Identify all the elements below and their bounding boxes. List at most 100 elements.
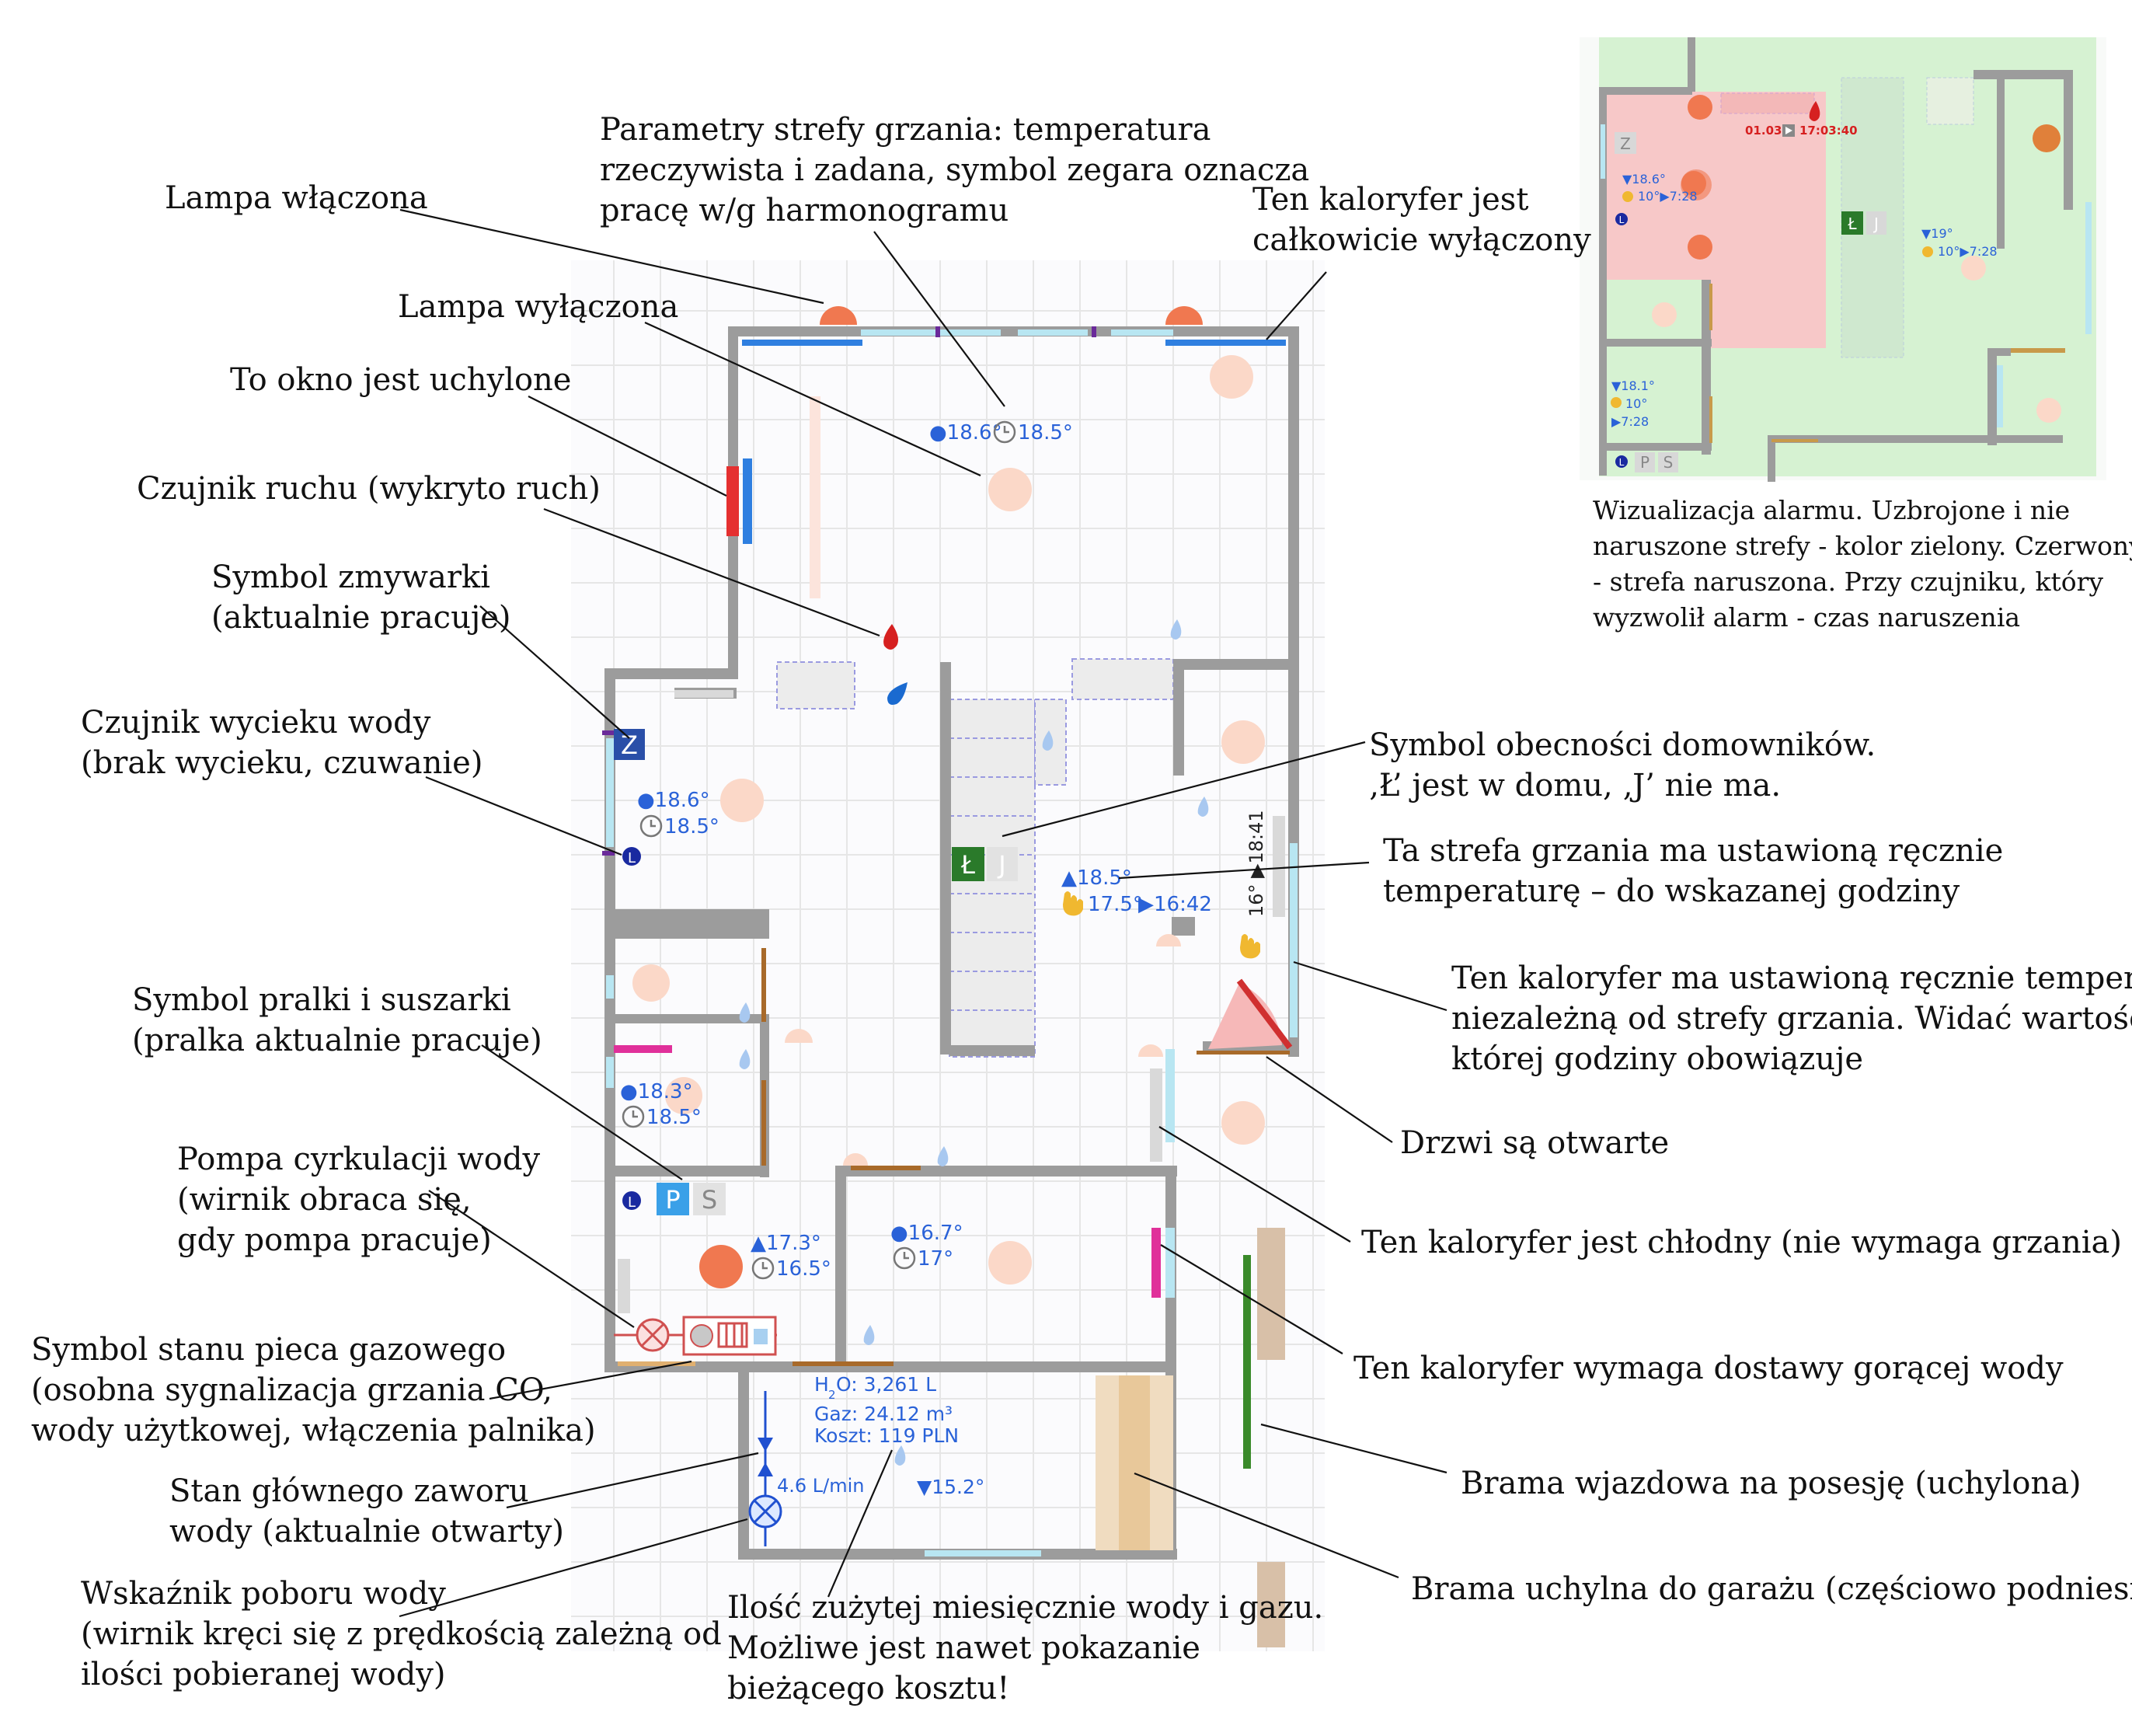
- l-badge-icon: [1615, 455, 1628, 468]
- breached-zone: [1599, 92, 1826, 348]
- clock-icon: [993, 420, 1016, 444]
- gas-boiler: [614, 1316, 777, 1356]
- zone-actual-temp: ●18.6°: [637, 789, 710, 812]
- zone-top: ●18.6° 18.5°: [929, 420, 1073, 444]
- inset-z-badge: [1615, 132, 1636, 154]
- label-zone-params: Parametry strefy grzania: temperatura: [600, 112, 1211, 148]
- washer-label: P: [665, 1185, 680, 1215]
- label-lamp-off: Lampa wyłączona: [398, 289, 678, 325]
- radiator-manual-until: ▶18:41: [1245, 810, 1267, 878]
- label-radiator-off: Ten kaloryfer jest: [1252, 182, 1528, 218]
- label-radiator-manual: której godziny obowiązuje: [1451, 1041, 1863, 1077]
- inset-zone-c-manual: 10°: [1625, 396, 1647, 411]
- presence-j: [987, 847, 1018, 881]
- annotations: Lampa włączona Lampa wyłączona To okno j…: [31, 112, 2132, 1706]
- radiator-hot: [1151, 1228, 1161, 1298]
- lamp-off-icon: [2036, 398, 2061, 423]
- leak-sensor-icon: [739, 1049, 751, 1069]
- leak-sensor-icon: [1170, 619, 1182, 640]
- alarm-inset: Z L L Ł J P S 01.03 17:03:40 ▼18.6° 10°▶…: [1580, 37, 2106, 482]
- water-subscript: 2: [828, 1388, 836, 1402]
- dishwasher-label: Z: [621, 730, 638, 760]
- label-circulation-pump: Pompa cyrkulacji wody: [177, 1142, 540, 1177]
- lamp-on-icon: [820, 306, 857, 325]
- water-usage: O: 3,261 L: [836, 1373, 936, 1396]
- inset-zone-b-temp: ▼19°: [1921, 226, 1953, 241]
- presence-l: [952, 847, 984, 881]
- label-radiator-manual: Ten kaloryfer ma ustawioną ręcznie tempe…: [1451, 960, 2132, 996]
- radiator-off: [1165, 340, 1286, 346]
- zone-hall: ▲18.5° 17.5° ▶16:42: [1061, 866, 1212, 916]
- inset-l-label: L: [1619, 457, 1625, 468]
- zone-manual-until: ▶16:42: [1138, 893, 1212, 916]
- radiator-window-left: [743, 458, 752, 544]
- inset-presence-j: [1866, 211, 1886, 235]
- alarm-date: 01.03: [1745, 124, 1782, 138]
- alarm-time: 17:03:40: [1799, 124, 1858, 138]
- zone-actual-temp: ▲17.3°: [751, 1232, 821, 1255]
- inset-z-label: Z: [1620, 134, 1631, 153]
- radiator-manual-label: 16° ▶18:41: [1245, 810, 1267, 917]
- inset-caption-line: - strefa naruszona. Przy czujniku, który: [1593, 566, 2103, 597]
- label-usage: Ilość zużytej miesięcznie wody i gazu.: [727, 1590, 1323, 1626]
- radiator-top-left: [742, 340, 862, 346]
- label-radiator-hot: Ten kaloryfer wymaga dostawy gorącej wod…: [1353, 1351, 2064, 1386]
- zone-target-temp: 18.5°: [664, 815, 719, 838]
- clock-icon: [639, 814, 663, 838]
- lamp-off-icon: [1210, 355, 1253, 399]
- inset-p-label: P: [1640, 453, 1650, 472]
- doors: [618, 948, 1290, 1366]
- walls: [604, 326, 1299, 1560]
- clock-icon: [751, 1257, 775, 1280]
- inset-zone-c-until: ▶7:28: [1611, 414, 1649, 429]
- label-leak-sensor: (brak wycieku, czuwanie): [81, 745, 482, 781]
- label-door-open: Drzwi są otwarte: [1400, 1125, 1669, 1161]
- zone-left: ●18.6° 18.5°: [637, 789, 719, 838]
- label-presence: ‚Ł’ jest w domu, ‚J’ nie ma.: [1369, 768, 1781, 804]
- gate-post: [1257, 1562, 1285, 1647]
- label-radiator-cool: Ten kaloryfer jest chłodny (nie wymaga g…: [1361, 1225, 2122, 1260]
- water-system: 4.6 L/min: [748, 1391, 865, 1546]
- inset-presence-l-label: Ł: [1847, 214, 1857, 233]
- dryer-label: S: [702, 1185, 717, 1215]
- lamp-off-icon: [720, 779, 764, 822]
- radiator-cool: [1150, 1068, 1162, 1162]
- zone-mid: ●18.3° 18.5°: [620, 1080, 702, 1129]
- zone-target-temp: 16.5°: [776, 1257, 831, 1281]
- label-circulation-pump: gdy pompa pracuje): [177, 1222, 492, 1258]
- label-circulation-pump: (wirnik obraca się,: [177, 1182, 472, 1218]
- zone-manual-temp: 17.5°: [1088, 893, 1143, 916]
- lamp-on-icon: [1165, 306, 1203, 325]
- l-badge-icon: [1615, 213, 1628, 225]
- label-main-valve: Stan głównego zaworu: [169, 1473, 529, 1509]
- leak-sensor-icon: [863, 1325, 875, 1345]
- label-manual-zone: Ta strefa grzania ma ustawioną ręcznie: [1383, 833, 2003, 869]
- zone-target-temp: 18.5°: [646, 1106, 702, 1129]
- usage-panel: H 2 O: 3,261 L Gaz: 24.12 m³ Koszt: 119 …: [814, 1373, 984, 1498]
- lamps: [632, 306, 1265, 1288]
- l-badge-label: L: [628, 1194, 636, 1211]
- dishwasher-badge: Z: [614, 729, 645, 760]
- inset-l-label: L: [1619, 214, 1625, 225]
- label-presence: Symbol obecności domowników.: [1369, 727, 1876, 763]
- leak-sensor-icon: [1042, 730, 1054, 751]
- label-dishwasher: (aktualnie pracuje): [211, 600, 511, 636]
- inset-zone-a-temp: ▼18.6°: [1622, 172, 1666, 186]
- lamp-off-icon: [632, 964, 670, 1002]
- radiator-bath: [614, 1045, 672, 1053]
- lamp-on-icon: [2033, 124, 2061, 152]
- label-water-meter: ilości pobieranej wody): [81, 1657, 446, 1692]
- lamp-off-icon: [988, 1241, 1032, 1285]
- label-leak-sensor: Czujnik wycieku wody: [81, 705, 431, 741]
- inset-presence-j-label: J: [1872, 214, 1879, 233]
- radiators: [614, 340, 1286, 1313]
- zone-actual-temp: ●18.3°: [620, 1080, 693, 1103]
- l-badge-label: L: [628, 850, 636, 866]
- zone-actual-temp: ●16.7°: [890, 1222, 963, 1245]
- label-gas-boiler: wody użytkowej, włączenia palnika): [31, 1413, 596, 1448]
- lamp-on-icon: [1688, 95, 1712, 120]
- label-zone-params: pracę w/g harmonogramu: [600, 193, 1009, 228]
- label-main-valve: wody (aktualnie otwarty): [169, 1514, 564, 1550]
- lamp-off-icon: [1961, 256, 1986, 281]
